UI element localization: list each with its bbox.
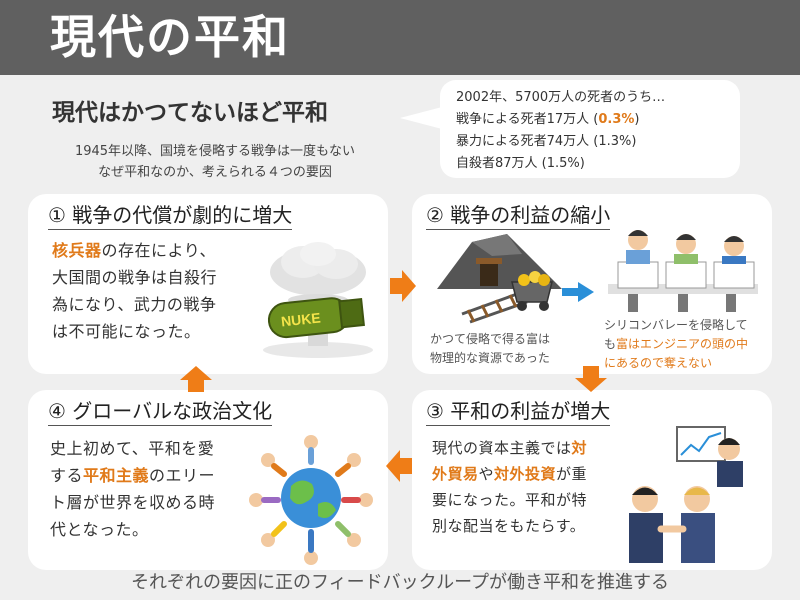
nuclear-bomb-icon: NUKE [263, 242, 373, 358]
intro-text: 1945年以降、国境を侵略する戦争は一度もない なぜ平和なのか、考えられる４つの… [30, 141, 400, 183]
footer-text: それぞれの要因に正のフィードバックループが働き平和を推進する [130, 572, 670, 593]
card-cost-of-war: ① 戦争の代償が劇的に増大 核兵器の存在により、 大国間の戦争は自殺行 為になり… [28, 194, 388, 374]
card-4-title: ④ グローバルな政治文化 [48, 398, 273, 426]
foreign-trade-highlight: 外貿易 [432, 465, 479, 483]
card-3-body: 現代の資本主義では対 外貿易や対外投資が重 要になった。平和が特 別な配当をもた… [432, 439, 588, 535]
page-title: 現代の平和 [50, 10, 290, 64]
caption-past-wealth: かつて侵略で得る富は 物理的な資源であった [430, 332, 551, 365]
card-global-political-culture: ④ グローバルな政治文化 史上初めて、平和を愛 する平和主義のエリー ト層が世界… [28, 390, 388, 570]
card-2-title: ② 戦争の利益の縮小 [426, 202, 611, 230]
arrow-left-icon [386, 450, 412, 482]
nuclear-weapons-highlight: 核兵器 [52, 241, 102, 260]
pacifism-highlight: 平和主義 [83, 466, 150, 485]
headline: 現代はかつてないほど平和 [52, 100, 328, 126]
war-death-percent: 0.3% [598, 112, 635, 127]
card-4-body: 史上初めて、平和を愛 する平和主義のエリー ト層が世界を収める時 代となった。 [50, 439, 216, 539]
card-1-body: 核兵器の存在により、 大国間の戦争は自殺行 為になり、武力の戦争 は不可能になっ… [52, 241, 218, 341]
intro-line-1: 1945年以降、国境を侵略する戦争は一度もない [74, 144, 356, 159]
caption-silicon-valley: シリコンバレーを侵略して も富はエンジニアの頭の中 にあるので奪えない [604, 318, 749, 370]
blue-right-arrow-icon [562, 282, 594, 302]
bubble-tail [400, 107, 442, 129]
intro-line-2: なぜ平和なのか、考えられる４つの要因 [98, 165, 332, 180]
bubble-line-2: 戦争による死者17万人 (0.3%) [456, 112, 640, 127]
arrow-right-icon [390, 270, 416, 302]
header-bar: 現代の平和 [0, 0, 800, 75]
bomb-label: NUKE [280, 309, 321, 329]
arrow-down-icon [575, 366, 607, 392]
bubble-line-1: 2002年、5700万人の死者のうち… [456, 90, 666, 105]
card-3-title: ③ 平和の利益が増大 [426, 398, 611, 426]
card-benefits-of-peace: ③ 平和の利益が増大 現代の資本主義では対 外貿易や対外投資が重 要になった。平… [412, 390, 772, 570]
handshake-businessmen-icon [629, 426, 743, 563]
engineers-icon [608, 230, 758, 312]
arrow-up-icon [180, 366, 212, 392]
wealth-in-minds-highlight: 富はエンジニアの頭の中 [616, 337, 749, 351]
mine-cart-icon [437, 234, 562, 324]
card-gains-of-war: ② 戦争の利益の縮小 かつて侵略で得る富は 物理的な資源であった シリコンバレー… [412, 194, 772, 374]
bubble-line-3: 暴力による死者74万人 (1.3%) [456, 134, 637, 149]
people-around-globe-icon [249, 435, 373, 565]
card-1-title: ① 戦争の代償が劇的に増大 [48, 202, 293, 230]
stats-bubble: 2002年、5700万人の死者のうち… 戦争による死者17万人 (0.3%) 暴… [440, 80, 740, 178]
foreign-investment-highlight: 対外投資 [494, 465, 557, 483]
bubble-line-4: 自殺者87万人 (1.5%) [456, 156, 585, 171]
